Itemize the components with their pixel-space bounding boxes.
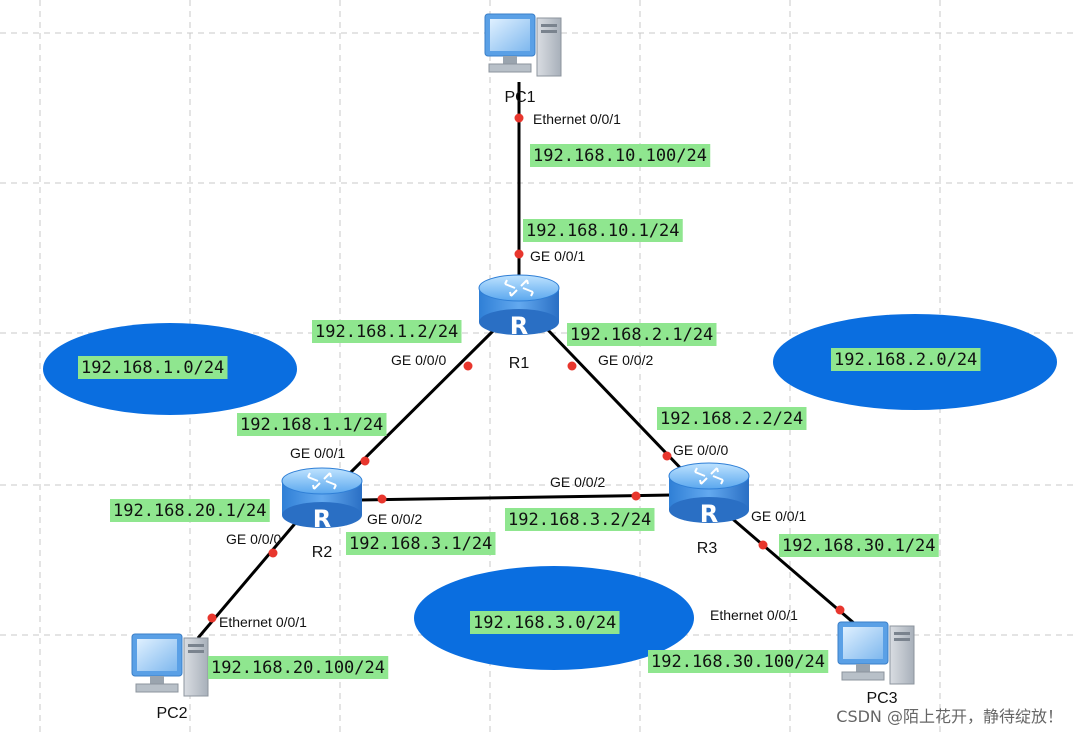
port-label-r1-ge000: GE 0/0/0	[391, 352, 446, 368]
link-r3-pc3	[727, 513, 856, 626]
ip-label-r2-g000: 192.168.20.1/24	[110, 499, 270, 522]
ip-label-pc1-text: 192.168.10.100/24	[533, 146, 707, 166]
port-dot-r1-ge002	[567, 361, 577, 371]
port-label-pc1-eth: Ethernet 0/0/1	[533, 111, 621, 127]
ip-label-r3-g000-highlight	[657, 407, 807, 430]
ip-label-r3-g002: 192.168.3.2/24	[505, 508, 655, 531]
ip-label-r1-g002-highlight	[567, 323, 717, 346]
link-r1-r2	[343, 328, 496, 480]
port-dot-r2-ge002	[377, 494, 387, 504]
ip-label-r1-g000: 192.168.1.2/24	[312, 320, 462, 343]
ip-label-r3-g001: 192.168.30.1/24	[779, 534, 939, 557]
port-label-r1-ge002: GE 0/0/2	[598, 352, 653, 368]
ip-label-pc3: 192.168.30.100/24	[648, 650, 829, 673]
network-label-3: 192.168.3.0/24	[470, 611, 620, 634]
ip-label-r3-g001-text: 192.168.30.1/24	[782, 536, 936, 556]
port-dot-pc3-eth	[835, 605, 845, 615]
ip-label-r1-g000-text: 192.168.1.2/24	[315, 322, 458, 342]
ip-label-pc3-highlight	[648, 650, 829, 673]
ip-label-pc1-highlight	[530, 144, 711, 167]
port-label-r3-ge002: GE 0/0/2	[550, 474, 605, 490]
port-dot-r3-ge000	[662, 451, 672, 461]
ip-label-r2-g001-highlight	[237, 413, 387, 436]
ip-label-r1-g002-text: 192.168.2.1/24	[570, 325, 713, 345]
port-dot-r2-ge001	[360, 456, 370, 466]
pc-icon	[837, 621, 915, 685]
ip-label-pc1: 192.168.10.100/24	[530, 144, 711, 167]
router-r1[interactable]: R	[478, 274, 560, 340]
network-label-1-text: 192.168.1.0/24	[81, 358, 224, 378]
network-label-2: 192.168.2.0/24	[831, 348, 981, 371]
device-label-pc3: PC3	[866, 690, 897, 707]
device-label-r2: R2	[312, 544, 333, 561]
pc-pc1[interactable]	[484, 13, 562, 77]
network-label-2-highlight	[831, 348, 981, 371]
link-r2-r3	[359, 493, 673, 502]
device-label-r3: R3	[697, 540, 718, 557]
port-dot-r3-ge002	[631, 491, 641, 501]
ip-label-r2-g001-text: 192.168.1.1/24	[240, 415, 383, 435]
port-label-r1-ge001: GE 0/0/1	[530, 248, 585, 264]
port-dot-pc2-eth	[207, 613, 217, 623]
ip-label-r2-g000-highlight	[110, 499, 270, 522]
port-dot-pc1-eth	[514, 113, 524, 123]
pc-pc2[interactable]	[131, 633, 209, 697]
ip-label-r2-g002-text: 192.168.3.1/24	[349, 534, 492, 554]
ip-label-pc3-text: 192.168.30.100/24	[651, 652, 825, 672]
port-label-r2-ge001: GE 0/0/1	[290, 445, 345, 461]
ip-label-pc2-highlight	[208, 656, 389, 679]
device-label-pc1: PC1	[504, 89, 535, 106]
port-label-pc2-eth: Ethernet 0/0/1	[219, 614, 307, 630]
ip-label-r3-g002-text: 192.168.3.2/24	[508, 510, 651, 530]
ip-label-r3-g002-highlight	[505, 508, 655, 531]
port-label-r2-ge000: GE 0/0/0	[226, 531, 281, 547]
ip-label-r2-g002-highlight	[346, 532, 496, 555]
ip-label-r2-g002: 192.168.3.1/24	[346, 532, 496, 555]
ip-label-r1-g000-highlight	[312, 320, 462, 343]
port-label-r3-ge000: GE 0/0/0	[673, 442, 728, 458]
network-label-3-highlight	[470, 611, 620, 634]
ip-label-r2-g000-text: 192.168.20.1/24	[113, 501, 267, 521]
ip-label-r2-g001: 192.168.1.1/24	[237, 413, 387, 436]
router-r3[interactable]: R	[668, 462, 750, 528]
ip-label-r1-g001-highlight	[523, 219, 683, 242]
network-label-1: 192.168.1.0/24	[78, 356, 228, 379]
port-label-pc3-eth: Ethernet 0/0/1	[710, 607, 798, 623]
network-label-3-text: 192.168.3.0/24	[473, 613, 616, 633]
port-label-r3-ge001: GE 0/0/1	[751, 508, 806, 524]
ip-label-r1-g001: 192.168.10.1/24	[523, 219, 683, 242]
port-dot-r2-ge000	[268, 548, 278, 558]
port-dot-r1-ge001	[514, 249, 524, 259]
pc-pc3[interactable]	[837, 621, 915, 685]
ip-label-pc2: 192.168.20.100/24	[208, 656, 389, 679]
network-label-2-text: 192.168.2.0/24	[834, 350, 977, 370]
router-letter: R	[700, 500, 718, 528]
port-dot-r3-ge001	[758, 540, 768, 550]
port-dot-r1-ge000	[463, 361, 473, 371]
watermark-text: CSDN @陌上花开，静待绽放！	[836, 707, 1063, 726]
port-label-r2-ge002: GE 0/0/2	[367, 511, 422, 527]
device-label-r1: R1	[509, 355, 530, 372]
ip-label-r1-g002: 192.168.2.1/24	[567, 323, 717, 346]
pc-icon	[131, 633, 209, 697]
router-letter: R	[313, 505, 331, 533]
ip-label-r3-g000: 192.168.2.2/24	[657, 407, 807, 430]
network-label-1-highlight	[78, 356, 228, 379]
ip-label-r3-g001-highlight	[779, 534, 939, 557]
pc-icon	[484, 13, 562, 77]
ip-label-r3-g000-text: 192.168.2.2/24	[660, 409, 803, 429]
ip-label-pc2-text: 192.168.20.100/24	[211, 658, 385, 678]
ip-label-r1-g001-text: 192.168.10.1/24	[526, 221, 680, 241]
router-letter: R	[510, 312, 528, 340]
device-label-pc2: PC2	[156, 705, 187, 722]
router-r2[interactable]: R	[281, 467, 363, 533]
